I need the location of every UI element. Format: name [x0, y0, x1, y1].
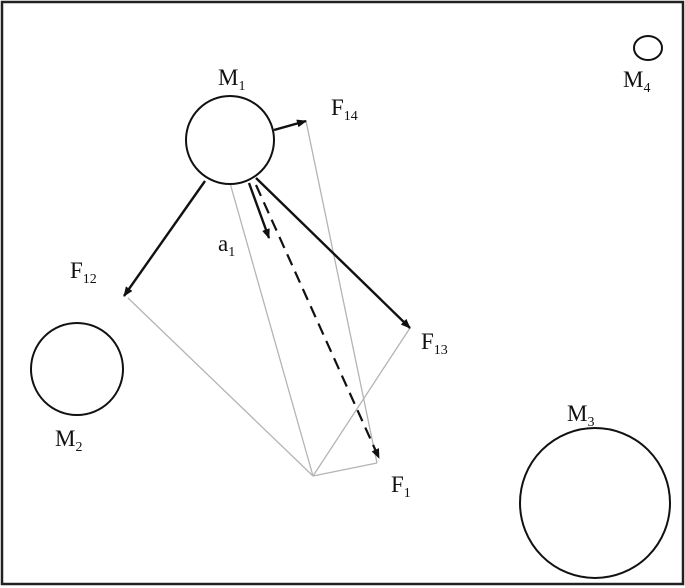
label-f12: F12: [70, 258, 97, 287]
construction-line: [312, 327, 411, 477]
label-f13: F13: [421, 329, 448, 358]
mass-m1: [185, 95, 275, 185]
force-arrow-f12: [123, 180, 206, 297]
construction-line: [305, 120, 378, 464]
label-f14: F14: [331, 95, 358, 124]
label-m3: M3: [567, 401, 594, 430]
mass-m3: [519, 427, 671, 579]
label-m1: M1: [218, 65, 245, 94]
label-m2: M2: [55, 426, 82, 455]
label-f1: F1: [391, 472, 411, 501]
force-arrow-f13: [255, 177, 411, 329]
mass-m4: [633, 35, 663, 61]
label-m4: M4: [623, 67, 650, 96]
mass-m2: [30, 322, 124, 416]
construction-line: [312, 462, 378, 477]
construction-lines: [127, 120, 411, 477]
label-a1: a1: [218, 231, 235, 260]
construction-line: [229, 182, 314, 477]
resultant-force-arrow-f1: [254, 184, 381, 459]
force-arrow-f14: [273, 119, 307, 132]
construction-line: [127, 297, 314, 477]
acceleration-arrow-a1: [247, 182, 271, 239]
